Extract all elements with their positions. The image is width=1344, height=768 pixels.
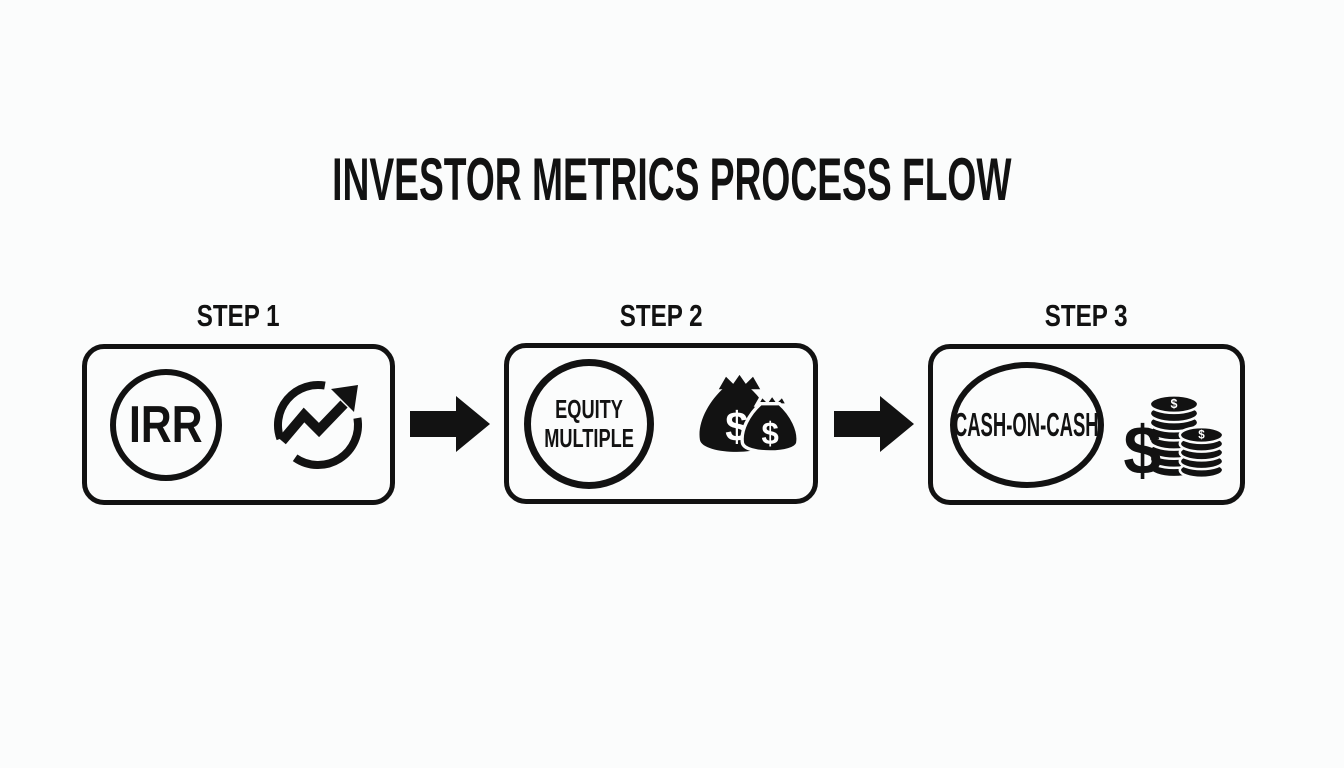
arrow-right-icon [834,396,914,452]
coin-stacks-icon: $ $ $ [1124,393,1224,488]
step-3-box: CASH-ON-CASH $ $ [928,344,1245,505]
step-2-label: STEP 2 [504,297,818,335]
coin-stack-short: $ [1178,425,1224,479]
cash-on-cash-metric-ellipse: CASH-ON-CASH [949,361,1104,488]
money-bags-icon: $ $ [699,374,798,454]
step-1-label: STEP 1 [82,297,395,335]
irr-label: IRR [128,395,203,454]
step-2-label-text: STEP 2 [619,298,703,333]
equity-label-line1: EQUITY [555,393,623,424]
trend-chart-icon [273,380,362,469]
dollar-glyph: $ [1170,397,1177,411]
step-3-label: STEP 3 [928,297,1245,335]
page-title-text: INVESTOR METRICS PROCESS FLOW [332,146,1012,213]
page-title: INVESTOR METRICS PROCESS FLOW [0,150,1344,210]
step-1-label-text: STEP 1 [197,298,280,333]
equity-multiple-metric-circle: EQUITY MULTIPLE [524,358,654,489]
equity-label-line2: MULTIPLE [544,422,634,453]
big-dollar-glyph: $ [1124,413,1161,488]
dollar-glyph: $ [1198,428,1205,441]
step-3-label-text: STEP 3 [1045,298,1128,333]
step-2-box: EQUITY MULTIPLE $ $ [504,343,818,504]
irr-metric-circle: IRR [109,368,222,481]
arrow-right-icon [410,396,490,452]
money-bag-small: $ [740,391,798,454]
step-1-box: IRR [82,344,395,505]
dollar-glyph: $ [761,416,778,451]
equity-multiple-label: EQUITY MULTIPLE [544,395,634,452]
cash-on-cash-label: CASH-ON-CASH [954,405,1099,443]
